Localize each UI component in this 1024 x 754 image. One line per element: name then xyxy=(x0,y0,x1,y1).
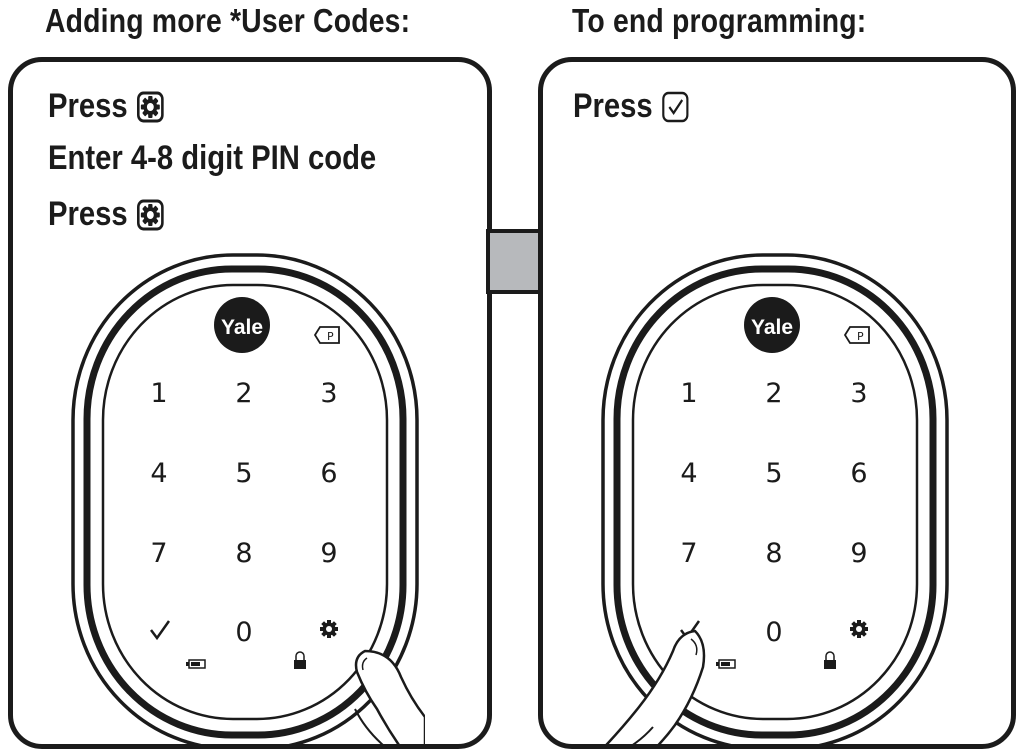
key-1[interactable]: 1 xyxy=(150,378,167,409)
key-3[interactable]: 3 xyxy=(320,378,337,409)
brand-label: Yale xyxy=(751,316,793,339)
key-6[interactable]: 6 xyxy=(320,458,337,489)
left-heading: Adding more *User Codes: xyxy=(45,2,411,39)
left-step-1: Press xyxy=(48,87,164,126)
checkmark-key-icon[interactable] xyxy=(150,620,171,641)
finger-icon xyxy=(354,649,425,744)
yale-logo xyxy=(744,297,800,353)
settings-gear-icon xyxy=(136,91,164,122)
settings-key-icon[interactable] xyxy=(320,620,338,638)
padlock-icon xyxy=(294,651,306,669)
key-9[interactable]: 9 xyxy=(320,538,337,569)
key-4[interactable]: 4 xyxy=(150,458,167,489)
right-heading: To end programming: xyxy=(572,2,867,39)
key-2[interactable]: 2 xyxy=(235,378,252,409)
settings-gear-icon xyxy=(136,199,164,230)
key-0[interactable]: 0 xyxy=(235,617,252,648)
yale-logo xyxy=(214,297,270,353)
left-panel: Press Enter 4-8 digit PIN code Press xyxy=(8,57,492,749)
key-5[interactable]: 5 xyxy=(235,458,252,489)
step-text: Press xyxy=(573,87,653,125)
step-text: Press xyxy=(48,87,128,125)
battery-icon xyxy=(186,659,206,669)
finger-icon xyxy=(605,629,706,744)
checkmark-icon xyxy=(661,91,689,122)
key-5[interactable]: 5 xyxy=(765,458,782,489)
right-step-1: Press xyxy=(573,87,689,126)
key-9[interactable]: 9 xyxy=(850,538,867,569)
left-step-2: Enter 4-8 digit PIN code xyxy=(48,139,377,177)
key-6[interactable]: 6 xyxy=(850,458,867,489)
key-4[interactable]: 4 xyxy=(680,458,697,489)
keypad-lock-right: Yale P 1 2 3 4 5 6 7 8 9 0 xyxy=(601,253,949,744)
key-7[interactable]: 7 xyxy=(150,538,167,569)
backspace-p-icon: P xyxy=(313,326,340,344)
svg-text:P: P xyxy=(857,330,864,343)
key-0[interactable]: 0 xyxy=(765,617,782,648)
step-text: Press xyxy=(48,195,128,233)
right-panel: Press Yale P 1 2 3 4 5 6 7 8 9 0 xyxy=(538,57,1016,749)
key-7[interactable]: 7 xyxy=(680,538,697,569)
svg-text:P: P xyxy=(327,330,334,343)
battery-icon xyxy=(716,659,736,669)
settings-key-icon[interactable] xyxy=(850,620,868,638)
key-2[interactable]: 2 xyxy=(765,378,782,409)
keypad-lock-left: Yale P 1 2 3 4 5 6 7 8 9 0 xyxy=(71,253,425,744)
left-step-3: Press xyxy=(48,195,164,234)
key-1[interactable]: 1 xyxy=(680,378,697,409)
padlock-icon xyxy=(824,651,836,669)
key-8[interactable]: 8 xyxy=(235,538,252,569)
backspace-p-icon: P xyxy=(843,326,870,344)
brand-label: Yale xyxy=(221,316,263,339)
key-3[interactable]: 3 xyxy=(850,378,867,409)
key-8[interactable]: 8 xyxy=(765,538,782,569)
